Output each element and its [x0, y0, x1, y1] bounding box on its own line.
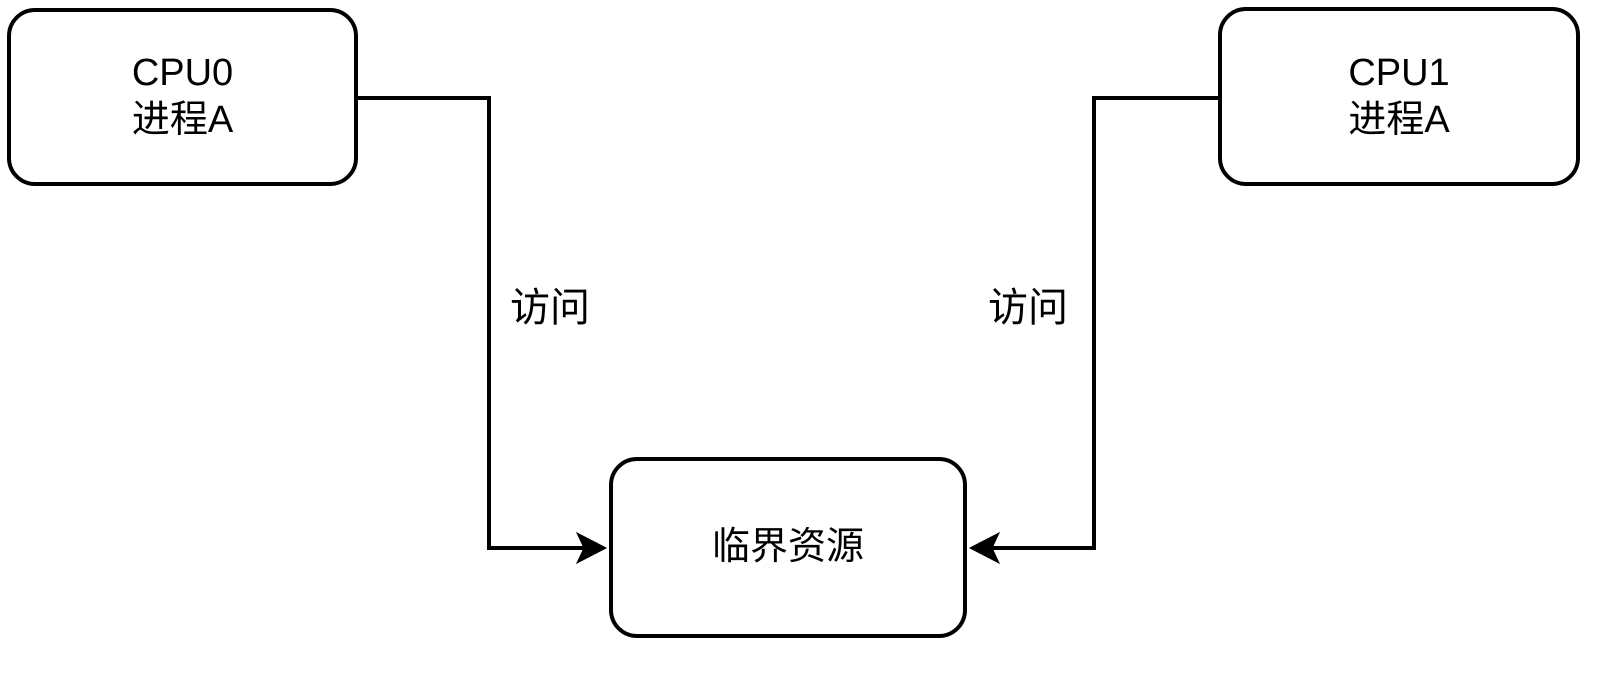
- arrowhead-icon: [968, 531, 1001, 565]
- arrowhead-icon: [575, 531, 608, 565]
- connector-cpu1-to-resource: [990, 96, 1218, 550]
- node-cpu0-subtitle: 进程A: [131, 99, 234, 141]
- edge-label-access-left: 访问: [495, 286, 605, 330]
- node-cpu0-title: CPU0: [131, 52, 234, 94]
- node-critical-resource-label: 临界资源: [711, 526, 864, 568]
- node-cpu1: CPU1 进程A: [1218, 7, 1580, 186]
- connector-cpu0-to-resource: [358, 96, 586, 550]
- node-cpu0: CPU0 进程A: [7, 8, 358, 186]
- edge-label-access-right: 访问: [973, 286, 1083, 330]
- node-cpu1-title: CPU1: [1348, 51, 1450, 94]
- node-cpu1-subtitle: 进程A: [1348, 98, 1450, 141]
- node-critical-resource: 临界资源: [609, 457, 967, 638]
